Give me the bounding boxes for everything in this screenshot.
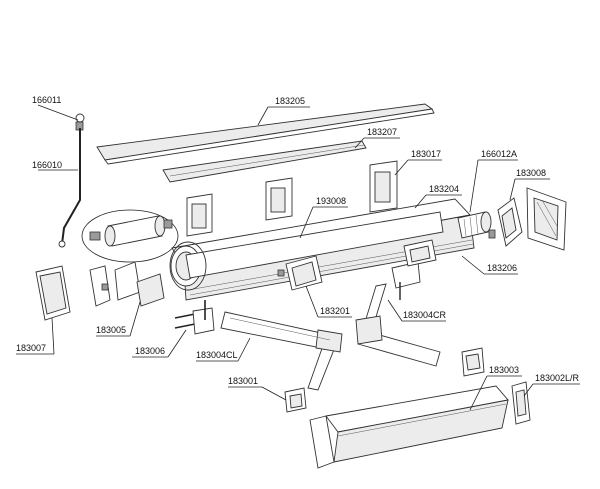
part-166011-crank-eye bbox=[75, 113, 85, 131]
label-183002LR: 183002L/R bbox=[535, 373, 580, 383]
part-183006-bolts bbox=[174, 300, 215, 335]
part-183004CL-left-arm bbox=[220, 311, 343, 391]
leader-lines bbox=[16, 104, 580, 411]
label-183204: 183204 bbox=[429, 184, 459, 194]
label-166011: 166011 bbox=[32, 95, 61, 105]
part-183207-inner-strip bbox=[162, 140, 367, 183]
part-183003-front-rail bbox=[309, 385, 509, 469]
label-183205: 183205 bbox=[275, 96, 305, 106]
part-183007-left-end-cover bbox=[35, 265, 71, 321]
label-183003: 183003 bbox=[489, 365, 519, 375]
part-183201-center-bracket bbox=[277, 255, 323, 291]
label-183008: 183008 bbox=[516, 168, 546, 178]
part-183001-arm-bracket bbox=[284, 387, 307, 413]
part-193008-roller-tube bbox=[169, 211, 444, 291]
part-166012A-end-plug bbox=[457, 211, 496, 239]
part-183002LR-rail-end-cap bbox=[511, 381, 531, 425]
label-183207: 183207 bbox=[367, 127, 397, 137]
part-166010-crank-handle bbox=[58, 128, 81, 248]
detail-circle-gear-assembly bbox=[81, 209, 179, 263]
label-166012A: 166012A bbox=[481, 149, 517, 159]
label-183007: 183007 bbox=[16, 343, 46, 353]
label-193008: 193008 bbox=[316, 196, 346, 206]
label-166010: 166010 bbox=[32, 160, 62, 170]
part-183205-top-cover bbox=[96, 103, 435, 165]
part-front-bar-clip bbox=[461, 347, 485, 377]
label-183201: 183201 bbox=[320, 306, 350, 316]
label-183004CL: 183004CL bbox=[196, 350, 238, 360]
part-183206-tube-bracket bbox=[403, 239, 437, 267]
label-183006: 183006 bbox=[135, 346, 165, 356]
label-183001: 183001 bbox=[228, 376, 258, 386]
part-183017-wall-brackets bbox=[186, 160, 398, 237]
label-183005: 183005 bbox=[96, 325, 126, 335]
part-183008-end-cap-right bbox=[497, 187, 567, 251]
part-183004CR-right-arm bbox=[355, 261, 441, 367]
label-183004CR: 183004CR bbox=[403, 310, 447, 320]
label-183017: 183017 bbox=[411, 149, 441, 159]
part-183005-end-cap-left bbox=[89, 261, 165, 307]
label-183206: 183206 bbox=[487, 263, 517, 273]
